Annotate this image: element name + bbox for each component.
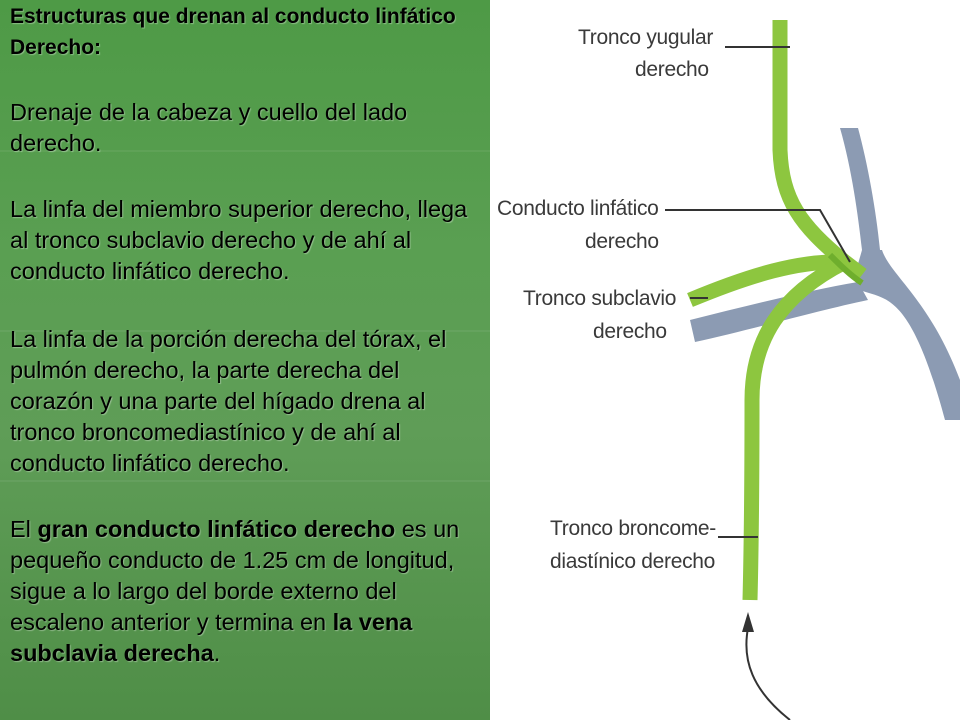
- paragraph-duct-text: es un pequeño conducto de 1.25 cm de lon…: [10, 516, 460, 635]
- internal-jugular-vein: [840, 128, 880, 250]
- paragraph-duct-text: .: [213, 640, 221, 666]
- text-panel: Estructuras que drenan al conducto linfá…: [0, 0, 490, 720]
- label-duct-line1: Conducto linfático: [497, 197, 659, 220]
- right-lymphatic-duct: [827, 252, 864, 286]
- label-subclavian-line1: Tronco subclavio: [523, 287, 676, 310]
- panel-stripe: [0, 150, 490, 152]
- diagram-panel: Tronco yugular derecho Conducto linfátic…: [490, 0, 960, 720]
- arrow-head-icon: [742, 612, 754, 632]
- leader-line: [665, 209, 851, 263]
- heading: Estructuras que drenan al conducto linfá…: [10, 5, 456, 59]
- lymphatic-diagram: Tronco yugular derecho Conducto linfátic…: [497, 20, 960, 720]
- paragraph-duct-text: El: [10, 516, 31, 542]
- label-jugular-line1: Tronco yugular: [578, 26, 713, 49]
- panel-stripe: [0, 480, 490, 482]
- flow-arrow: [745, 627, 791, 720]
- paragraph-duct-description: El gran conducto linfático derecho es un…: [10, 514, 485, 669]
- label-broncho-line2: diastínico derecho: [550, 550, 715, 573]
- bronchomediastinal-trunk: [742, 255, 849, 601]
- label-jugular-line2: derecho: [635, 58, 709, 81]
- paragraph-thorax: La linfa de la porción derecha del tórax…: [10, 326, 447, 476]
- label-duct-line2: derecho: [585, 230, 659, 253]
- paragraph-upper-limb: La linfa del miembro superior derecho, l…: [10, 196, 468, 284]
- paragraph-head-neck: Drenaje de la cabeza y cuello del lado d…: [10, 99, 408, 156]
- brachiocephalic-vein: [856, 250, 960, 420]
- label-subclavian-line2: derecho: [593, 320, 667, 343]
- panel-stripe: [0, 330, 490, 332]
- duct-name-bold: gran conducto linfático derecho: [37, 516, 396, 542]
- vein-name-bold: la vena subclavia derecha: [10, 609, 413, 666]
- label-broncho-line1: Tronco broncome-: [550, 517, 716, 540]
